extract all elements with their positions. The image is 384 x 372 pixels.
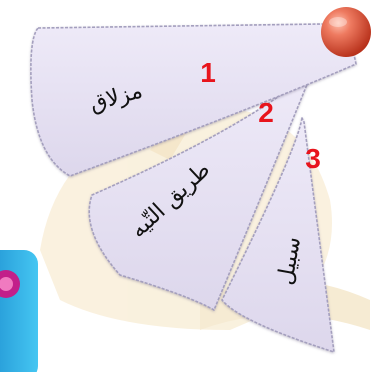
option-number-1: 1 — [200, 57, 216, 88]
option-number-3: 3 — [305, 143, 321, 174]
red-sphere-icon[interactable] — [321, 7, 371, 57]
side-badge-icon — [0, 250, 38, 372]
option-number-2: 2 — [258, 97, 274, 128]
